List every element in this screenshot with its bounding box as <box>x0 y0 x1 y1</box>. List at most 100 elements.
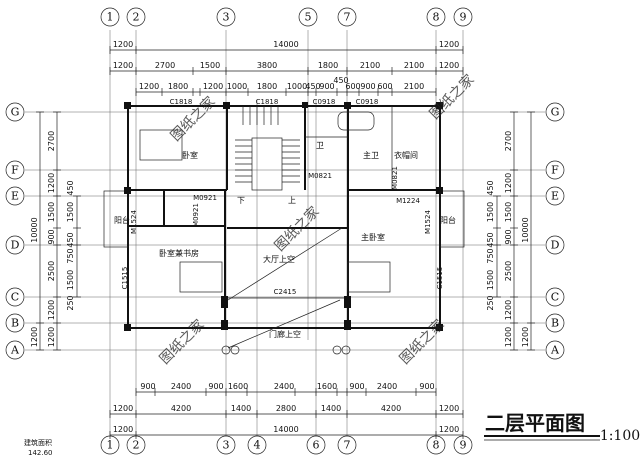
axis-bubble <box>545 287 565 307</box>
dimension-label: 1200 <box>504 327 513 347</box>
dimension-label: 2500 <box>47 261 56 281</box>
axis-bubble <box>545 340 565 360</box>
room-label: 卧室 <box>182 150 198 160</box>
axis-label: A <box>10 344 20 357</box>
dimension-label: 14000 <box>273 40 298 49</box>
room-label: 主卫 <box>363 150 379 160</box>
dimension-label: 1600 <box>228 382 248 391</box>
watermark-text: 图纸之家 <box>426 71 478 123</box>
axis-label: 2 <box>133 11 140 24</box>
dimension-label: 250 <box>486 295 495 310</box>
axis-bubble <box>545 235 565 255</box>
axis-grid <box>25 30 545 439</box>
axis-label: 5 <box>305 11 312 24</box>
dimension-label: 1500 <box>66 202 75 222</box>
dimension-label: 10000 <box>521 217 530 242</box>
dimension-label: 600 <box>345 82 360 91</box>
axis-bubble <box>216 435 236 455</box>
axis-label: 2 <box>133 439 140 452</box>
opening-code: C0918 <box>356 98 379 106</box>
axis-bubble <box>100 435 120 455</box>
axis-label: 7 <box>344 439 351 452</box>
dimension-label: 2400 <box>377 382 397 391</box>
room-label: 卫 <box>316 141 324 150</box>
opening-code: M0821 <box>308 172 332 180</box>
dimension-label: 1800 <box>257 82 277 91</box>
dimension-label: 1600 <box>317 382 337 391</box>
dimension-label: 2700 <box>47 131 56 151</box>
bathtub-icon <box>337 111 375 131</box>
dimension-label: 450 <box>333 76 348 85</box>
room-label: 阳台 <box>114 215 130 225</box>
dimension-label: 750 <box>486 248 495 263</box>
opening-code: M0921 <box>193 194 217 202</box>
area-value: 142.60 <box>28 449 53 456</box>
axis-label: 4 <box>254 439 261 452</box>
axis-label: F <box>11 164 19 177</box>
dimension-label: 1200 <box>47 300 56 320</box>
axis-label: 7 <box>344 11 351 24</box>
dimension-label: 14000 <box>273 425 298 434</box>
axis-label: C <box>11 291 19 304</box>
axis-bubble <box>5 287 25 307</box>
dimension-label: 4200 <box>171 404 191 413</box>
axis-bubble <box>5 102 25 122</box>
dimension-label: 2400 <box>274 382 294 391</box>
opening-code: C2415 <box>274 288 297 296</box>
dimension-label: 250 <box>66 295 75 310</box>
dimension-label: 1500 <box>66 270 75 290</box>
room-label: 大厅上空 <box>263 254 295 264</box>
room-label: 卧室兼书房 <box>159 248 199 258</box>
axis-label: 8 <box>433 11 440 24</box>
opening-code: M1524 <box>424 210 432 234</box>
room-label: 上 <box>288 196 296 205</box>
axis-bubble <box>247 435 267 455</box>
dimension-label: 1200 <box>439 425 459 434</box>
watermark-text: 图纸之家 <box>396 316 448 368</box>
bed-icon <box>139 129 183 161</box>
dimension-label: 2500 <box>504 261 513 281</box>
axis-label: 3 <box>223 439 230 452</box>
axis-bubble <box>426 7 446 27</box>
drawing-scale: 1:100 <box>600 428 640 444</box>
room-label: 下 <box>237 196 245 205</box>
axis-label: 1 <box>107 439 114 452</box>
axis-label: F <box>551 164 559 177</box>
watermark-text: 图纸之家 <box>156 316 208 368</box>
dimension-label: 900 <box>349 382 364 391</box>
dimension-label: 450 <box>66 232 75 247</box>
dimension-label: 900 <box>360 82 375 91</box>
dimension-label: 1800 <box>168 82 188 91</box>
dimension-label: 750 <box>66 248 75 263</box>
dimension-label: 450 <box>66 180 75 195</box>
dimension-label: 4200 <box>381 404 401 413</box>
opening-code: M0921 <box>192 203 200 227</box>
dimension-label: 1200 <box>439 404 459 413</box>
axis-bubble <box>337 435 357 455</box>
dimension-label: 1200 <box>439 61 459 70</box>
opening-code: M1524 <box>130 210 138 234</box>
axis-bubble <box>126 7 146 27</box>
axis-label: 1 <box>107 11 114 24</box>
dimension-label: 1200 <box>439 40 459 49</box>
axis-label: G <box>11 106 20 119</box>
axis-bubble <box>545 313 565 333</box>
axis-bubble <box>298 7 318 27</box>
axis-bubble <box>5 313 25 333</box>
axis-label: C <box>551 291 559 304</box>
dimension-label: 1500 <box>486 202 495 222</box>
dimension-label: 900 <box>47 229 56 244</box>
axis-bubble <box>545 186 565 206</box>
room-label: 衣帽间 <box>394 150 418 160</box>
dimension-label: 1200 <box>47 173 56 193</box>
axis-label: 3 <box>223 11 230 24</box>
area-label: 建筑面积 <box>24 438 52 447</box>
room-label: 主卧室 <box>361 232 385 242</box>
axis-bubble <box>100 7 120 27</box>
dimension-label: 2800 <box>276 404 296 413</box>
dimension-label: 2100 <box>360 61 380 70</box>
axis-label: B <box>11 317 19 330</box>
opening-code: C0918 <box>313 98 336 106</box>
dimension-label: 1200 <box>203 82 223 91</box>
